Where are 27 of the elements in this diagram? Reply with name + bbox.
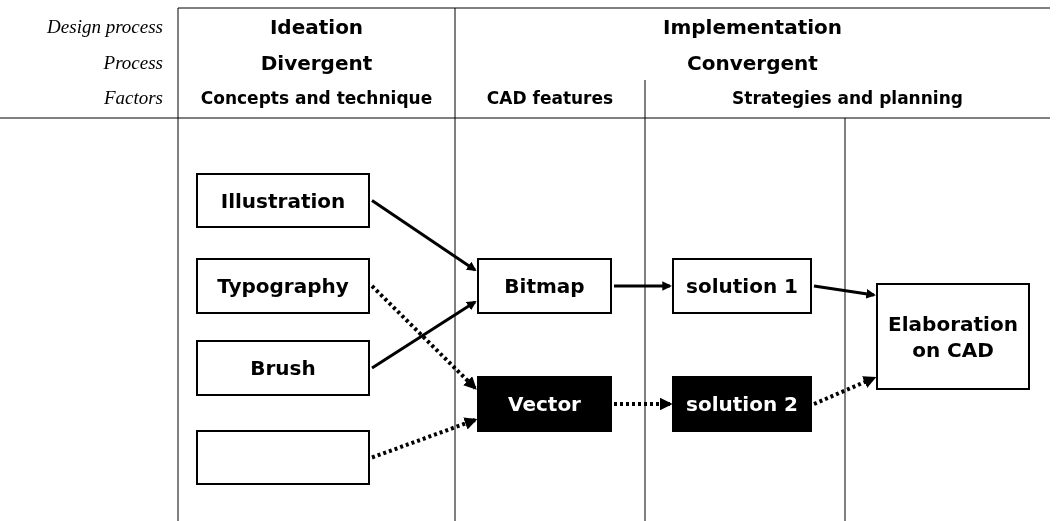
- arrow: [370, 284, 477, 390]
- process-box: solution 2: [672, 376, 812, 432]
- row-header: Design process: [46, 15, 163, 39]
- arrow: [813, 284, 876, 299]
- arrow: [371, 199, 477, 272]
- row-header: Process: [102, 51, 163, 75]
- column-header: Strategies and planning: [731, 87, 964, 110]
- process-box: Bitmap: [477, 258, 612, 314]
- column-header: Implementation: [661, 14, 844, 41]
- column-header: Divergent: [259, 50, 374, 77]
- process-box: solution 1: [672, 258, 812, 314]
- column-header: Convergent: [686, 50, 819, 77]
- arrow: [371, 417, 478, 460]
- arrow: [813, 376, 877, 406]
- process-box: Elaboration on CAD: [876, 283, 1030, 390]
- column-header: Concepts and technique: [199, 87, 434, 110]
- process-box: [196, 430, 370, 485]
- column-header: Ideation: [268, 14, 365, 41]
- column-header: CAD features: [485, 87, 615, 110]
- process-box: Typography: [196, 258, 370, 314]
- arrow: [614, 397, 673, 411]
- row-header: Factors: [102, 86, 163, 110]
- process-box: Brush: [196, 340, 370, 396]
- arrow: [614, 281, 672, 291]
- process-box: Illustration: [196, 173, 370, 228]
- process-box: Vector: [477, 376, 612, 432]
- arrow: [371, 300, 477, 370]
